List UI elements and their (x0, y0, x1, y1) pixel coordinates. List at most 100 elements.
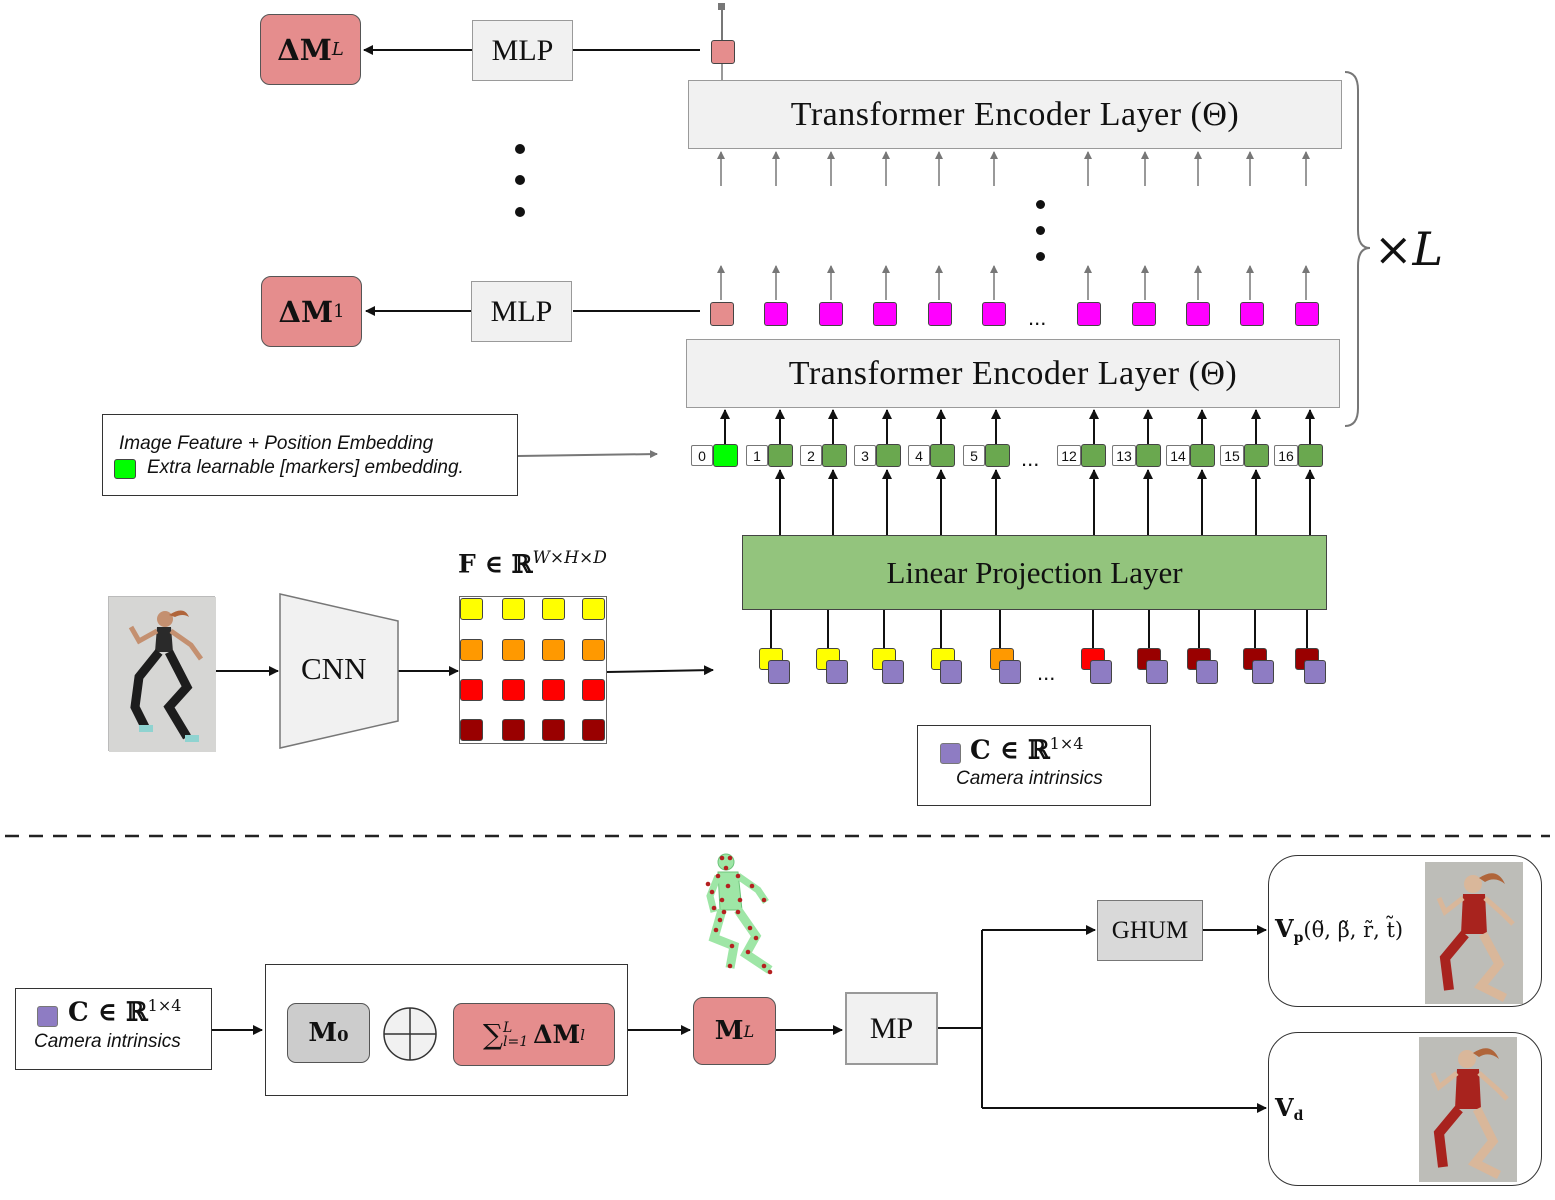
feature-cell (460, 679, 483, 701)
position-index: 14 (1166, 445, 1190, 466)
magenta-token (982, 302, 1006, 326)
vp-output-card: Vp(θ̃, β̃, r̃, t̃) (1268, 855, 1542, 1007)
camera-token (826, 660, 848, 684)
position-index: 4 (908, 445, 930, 466)
vd-label: Vd (1275, 1093, 1304, 1125)
m0-box: M₀ (287, 1003, 370, 1063)
class-token-output-L (711, 40, 735, 64)
feature-cell (460, 719, 483, 741)
vertical-ellipsis-dot (1036, 226, 1045, 235)
camera-token (940, 660, 962, 684)
magenta-token (1077, 302, 1101, 326)
position-index: 16 (1274, 445, 1298, 466)
feature-cell (502, 639, 525, 661)
magenta-token (873, 302, 897, 326)
mlp-box-L: MLP (472, 20, 573, 81)
position-index: 2 (800, 445, 822, 466)
magenta-token (928, 302, 952, 326)
magenta-token (1240, 302, 1264, 326)
position-index: 3 (854, 445, 876, 466)
marker-embedding-token (713, 444, 738, 467)
vertical-ellipsis-dot (515, 207, 525, 217)
repeat-times-L-label: ×L (1374, 222, 1444, 276)
position-index: 1 (746, 445, 768, 466)
legend-line-1: Image Feature + Position Embedding (119, 433, 434, 454)
image-feature-token (1244, 444, 1269, 467)
token-ellipsis: ... (1037, 660, 1056, 685)
image-feature-token (768, 444, 793, 467)
camera-token (999, 660, 1021, 684)
image-feature-token (1136, 444, 1161, 467)
camera-symbol: C ∈ ℝ1×4 (970, 734, 1084, 766)
image-feature-token (1298, 444, 1323, 467)
feature-cell (542, 639, 565, 661)
runner-figure-icon (109, 597, 216, 752)
camera-token (1304, 660, 1326, 684)
camera-token (882, 660, 904, 684)
feature-cell (542, 719, 565, 741)
camera-caption: Camera intrinsics (956, 768, 1103, 789)
position-index: 13 (1112, 445, 1136, 466)
position-index: 15 (1220, 445, 1244, 466)
arrow-features-to-tokens (606, 665, 714, 676)
magenta-token (1186, 302, 1210, 326)
vertical-ellipsis-dot (515, 144, 525, 154)
feature-cell (582, 719, 605, 741)
transformer-encoder-lower: Transformer Encoder Layer (Θ) (686, 339, 1340, 408)
mp-box: MP (845, 992, 938, 1065)
image-feature-token (985, 444, 1010, 467)
position-index: 5 (963, 445, 985, 466)
embedding-to-encoder-arrows (720, 409, 1315, 444)
camera-symbol: C ∈ ℝ1×4 (68, 996, 182, 1028)
projection-to-embedding-arrows (775, 469, 1315, 535)
input-token-stems (770, 610, 1308, 648)
position-index: 0 (691, 445, 713, 466)
legend-pointer-arrow (517, 450, 658, 459)
feature-cell (542, 679, 565, 701)
input-image (108, 596, 216, 752)
vertical-ellipsis-dot (515, 175, 525, 185)
class-token-output-1 (710, 302, 734, 326)
magenta-token (819, 302, 843, 326)
image-feature-token (1081, 444, 1106, 467)
camera-intrinsics-box-top: C ∈ ℝ1×4 Camera intrinsics (917, 725, 1151, 806)
token-upward-arrows (717, 265, 1310, 300)
feature-cell (582, 679, 605, 701)
cnn-block: CNN (279, 593, 399, 749)
camera-swatch (940, 743, 961, 764)
vd-output-card: Vd (1268, 1032, 1542, 1186)
embedding-legend: Image Feature + Position Embedding Extra… (102, 414, 518, 496)
image-feature-token (1190, 444, 1215, 467)
vp-formula: Vp(θ̃, β̃, r̃, t̃) (1275, 914, 1404, 947)
mlp-box-1: MLP (471, 281, 572, 342)
image-feature-token (930, 444, 955, 467)
vertical-ellipsis-dot (1036, 252, 1045, 261)
vertical-ellipsis-dot (1036, 200, 1045, 209)
transformer-encoder-upper: Transformer Encoder Layer (Θ) (688, 80, 1342, 149)
image-feature-token (876, 444, 901, 467)
linear-projection-layer: Linear Projection Layer (742, 535, 1327, 610)
camera-token (1146, 660, 1168, 684)
feature-cell (460, 598, 483, 620)
legend-line-2: Extra learnable [markers] embedding. (147, 457, 464, 478)
magenta-token (1132, 302, 1156, 326)
feature-cell (582, 598, 605, 620)
feature-cell (502, 719, 525, 741)
feature-map-grid (459, 596, 607, 744)
camera-token (1196, 660, 1218, 684)
position-index: 12 (1057, 445, 1081, 466)
feature-cell (542, 598, 565, 620)
marker-body-figure (700, 850, 782, 980)
plus-icon (382, 1006, 438, 1062)
image-feature-token (822, 444, 847, 467)
magenta-token (764, 302, 788, 326)
camera-token (768, 660, 790, 684)
camera-intrinsics-box-bottom: C ∈ ℝ1×4 Camera intrinsics (15, 988, 212, 1070)
feature-map-label: F ∈ ℝW×H×D (458, 548, 607, 579)
repeat-brace (1344, 71, 1371, 427)
camera-token (1252, 660, 1274, 684)
